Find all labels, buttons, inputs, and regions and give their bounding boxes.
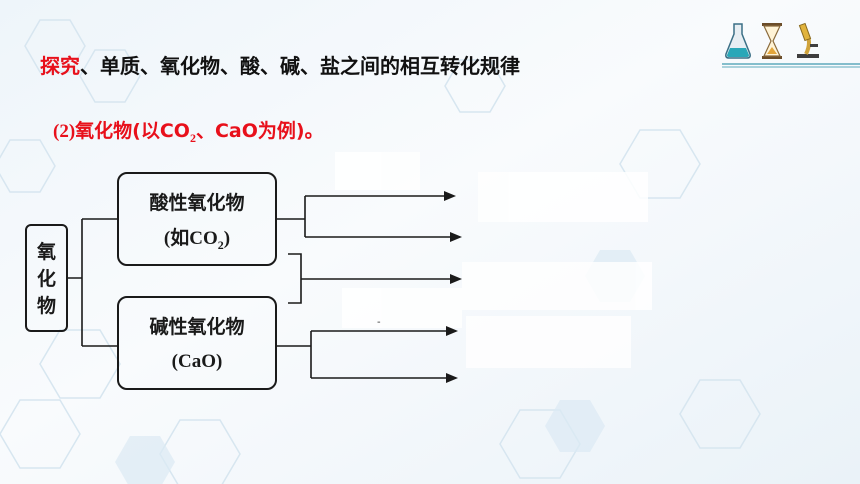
subtitle: (2)氧化物(以CO2、CaO为例)。 [53, 116, 324, 146]
arrowhead-2 [450, 232, 462, 242]
subtitle-example-close: 为例) [257, 120, 305, 142]
oxide-label-box: 氧 化 物 [25, 224, 68, 332]
basic-oxide-box: 碱性氧化物 (CaO) [117, 296, 277, 390]
middle-bracket [288, 253, 310, 304]
arrowhead-4 [446, 326, 458, 336]
acidic-oxide-box: 酸性氧化物 (如CO2) [117, 172, 277, 266]
bracket-left [68, 218, 117, 347]
arrowhead-5 [446, 373, 458, 383]
title-text: 、单质、氧化物、酸、碱、盐之间的相互转化规律 [80, 54, 520, 78]
acidic-oxide-paren-close: ) [223, 228, 231, 249]
oxide-char-2: 化 [36, 268, 56, 290]
page-title: 探究、单质、氧化物、酸、碱、盐之间的相互转化规律 [40, 50, 520, 79]
hourglass-icon [762, 23, 782, 59]
flask-icon [725, 23, 751, 59]
acidic-oxide-such-as: 如 [170, 227, 190, 249]
oxide-char-1: 氧 [36, 241, 56, 263]
subtitle-cao: 、CaO [195, 120, 258, 142]
acidic-oxide-example: (如CO2) [119, 224, 275, 259]
title-prefix: 探究 [40, 54, 80, 78]
basic-oxide-example: (CaO) [171, 351, 223, 372]
subtitle-number: (2) [53, 121, 76, 142]
acid-branch [277, 196, 306, 237]
small-mark: - [377, 317, 381, 328]
basic-oxide-title: 碱性氧化物 [149, 316, 245, 338]
acidic-oxide-formula: CO [189, 228, 218, 249]
oxide-char-3: 物 [36, 295, 56, 317]
subtitle-period: 。 [304, 120, 324, 142]
arrowhead-3 [450, 274, 462, 284]
microscope-icon [797, 22, 819, 58]
subtitle-example: (以CO2、CaO为例)。 [132, 120, 324, 145]
acidic-oxide-paren-open: ( [163, 228, 171, 249]
acidic-oxide-subscript: 2 [217, 237, 224, 252]
subtitle-word: 氧化物 [75, 120, 133, 142]
arrowhead-1 [444, 191, 456, 201]
subtitle-example-open: (以CO [132, 120, 190, 142]
acidic-oxide-title: 酸性氧化物 [149, 192, 245, 214]
science-logo [722, 22, 860, 68]
subtitle-subscript: 2 [189, 130, 196, 145]
base-branch [277, 331, 312, 378]
